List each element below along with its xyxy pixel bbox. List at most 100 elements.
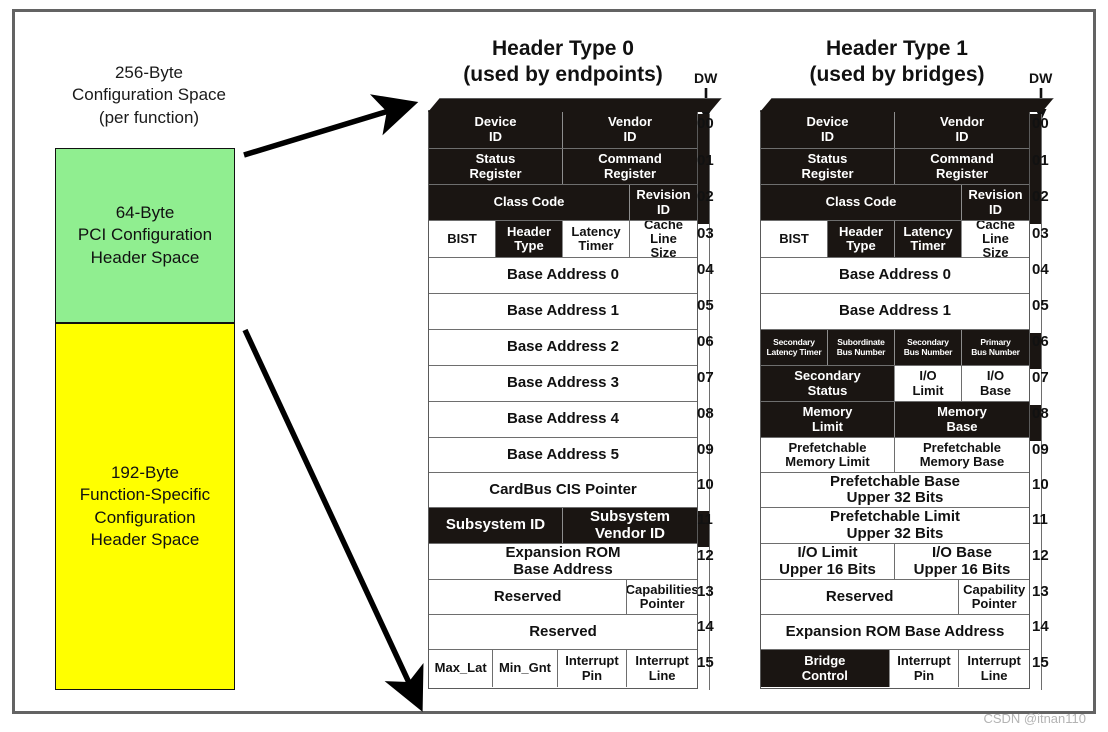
register-row: Base Address 2 xyxy=(429,330,697,366)
register-row: Base Address 5 xyxy=(429,438,697,473)
dw-number: 08 xyxy=(697,405,714,422)
register-field: Class Code xyxy=(429,185,630,220)
table-3d-edge-segment xyxy=(1030,152,1042,188)
dw-number: 14 xyxy=(697,617,714,635)
watermark: CSDN @itnan110 xyxy=(983,711,1086,726)
register-row: Base Address 1 xyxy=(429,294,697,330)
table-3d-edge-segment xyxy=(698,261,710,297)
dw-number: 00 xyxy=(1032,115,1049,132)
register-field: Min_Gnt xyxy=(493,650,558,687)
dw-number: 06 xyxy=(697,333,714,350)
table-3d-edge-segment xyxy=(698,188,710,224)
dw-number: 13 xyxy=(1032,582,1049,600)
table-3d-edge-segment xyxy=(698,369,710,405)
table-3d-edge-segment xyxy=(1030,511,1042,547)
dw-number: 15 xyxy=(1032,653,1049,671)
table-3d-edge-segment xyxy=(698,618,710,653)
register-field: Expansion ROM Base Address xyxy=(761,615,1029,649)
register-field: Base Address 1 xyxy=(761,294,1029,329)
register-field: Base Address 4 xyxy=(429,402,697,437)
register-row: Base Address 0 xyxy=(761,258,1029,294)
table-3d-edge-segment xyxy=(1030,224,1042,261)
dw-number: 09 xyxy=(697,440,714,458)
table-3d-edge-segment xyxy=(1030,618,1042,653)
dw-column-header: DW xyxy=(1029,70,1053,86)
register-row: Base Address 0 xyxy=(429,258,697,294)
register-row: Expansion ROM Base Address xyxy=(761,615,1029,650)
dw-number: 10 xyxy=(697,475,714,493)
register-field: BIST xyxy=(429,221,496,257)
dw-number: 15 xyxy=(697,653,714,671)
register-field: Base Address 5 xyxy=(429,438,697,472)
dw-number: 05 xyxy=(1032,297,1049,314)
table-title-line1: Header Type 0 xyxy=(491,37,634,60)
register-row: Base Address 3 xyxy=(429,366,697,402)
table-3d-edge-segment xyxy=(698,333,710,369)
dw-number: 12 xyxy=(1032,547,1049,564)
dw-number: 07 xyxy=(697,369,714,386)
table-3d-edge-segment xyxy=(1030,441,1042,476)
dw-number: 02 xyxy=(1032,188,1049,205)
table-3d-edge-segment xyxy=(698,114,710,152)
dw-number: 00 xyxy=(697,115,714,132)
table-title-1: Header Type 1(used by bridges) xyxy=(752,36,1042,89)
register-field: Base Address 3 xyxy=(429,366,697,401)
dw-number: 10 xyxy=(1032,475,1049,493)
table-3d-edge-segment xyxy=(698,653,710,690)
dw-number: 07 xyxy=(1032,369,1049,386)
table-3d-edge-segment xyxy=(698,476,710,511)
register-row: Reserved xyxy=(429,615,697,650)
table-3d-edge-segment xyxy=(1030,405,1042,441)
table-3d-edge-segment xyxy=(698,224,710,261)
register-field: Reserved xyxy=(429,580,628,614)
register-row: Base Address 1 xyxy=(761,294,1029,330)
table-3d-edge-segment xyxy=(1030,114,1042,152)
dw-number: 05 xyxy=(697,297,714,314)
table-title-line2: (used by bridges) xyxy=(809,63,985,87)
table-title-line2: (used by endpoints) xyxy=(463,63,663,87)
dw-number: 08 xyxy=(1032,405,1049,422)
dw-number: 06 xyxy=(1032,333,1049,350)
